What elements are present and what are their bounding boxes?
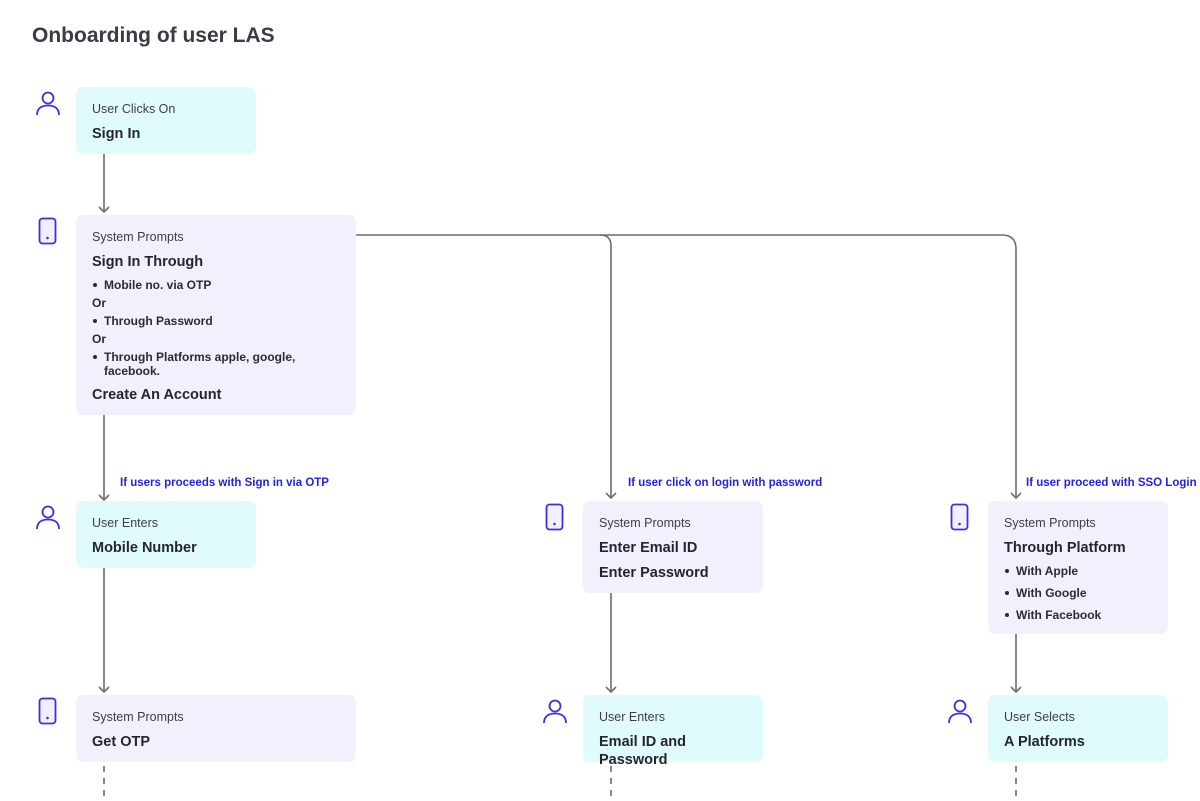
node-select-platform: User Selects A Platforms	[988, 695, 1168, 762]
person-icon	[36, 505, 60, 530]
node-kicker: System Prompts	[92, 230, 184, 244]
option-list: Through Password	[92, 314, 340, 328]
option-item: Through Platforms apple, google, faceboo…	[92, 350, 304, 378]
node-sign-in: User Clicks On Sign In	[76, 87, 256, 154]
or-separator: Or	[92, 332, 107, 346]
node-kicker: User Clicks On	[92, 102, 176, 116]
node-main: Sign In	[92, 126, 141, 142]
node-get-otp: System Prompts Get OTP	[76, 695, 356, 762]
node-main: Get OTP	[92, 734, 151, 750]
option-item: With Facebook	[1004, 608, 1152, 622]
phone-icon	[950, 503, 969, 531]
node-kicker: System Prompts	[599, 516, 691, 530]
node-main: Enter Email ID	[599, 540, 698, 556]
option-list: Through Platforms apple, google, faceboo…	[92, 350, 340, 378]
or-separator: Or	[92, 296, 107, 310]
node-mobile-number: User Enters Mobile Number	[76, 501, 256, 568]
person-icon	[36, 91, 60, 116]
option-item: With Google	[1004, 586, 1152, 600]
connector-prompt-to-password	[356, 234, 617, 500]
node-main: Mobile Number	[92, 540, 197, 556]
node-kicker: User Enters	[92, 516, 158, 530]
page-title: Onboarding of user LAS	[32, 24, 275, 47]
option-list: Mobile no. via OTP	[92, 278, 340, 292]
node-kicker: System Prompts	[92, 710, 184, 724]
node-main: Email ID and Password	[599, 734, 687, 768]
node-email-password-entry: User Enters Email ID and Password	[583, 695, 763, 768]
phone-icon	[38, 217, 57, 245]
node-kicker: User Selects	[1004, 710, 1075, 724]
branch-label-password: If user click on login with password	[628, 477, 823, 489]
node-through-platform: System Prompts Through Platform With App…	[988, 501, 1168, 634]
connector-prompt-to-sso	[600, 234, 1022, 500]
phone-icon	[38, 697, 57, 725]
node-main: Through Platform	[1004, 540, 1126, 556]
node-main: A Platforms	[1004, 734, 1085, 750]
branch-label-otp: If users proceeds with Sign in via OTP	[120, 477, 329, 489]
option-item: With Apple	[1004, 564, 1152, 578]
node-main-second: Enter Password	[599, 565, 709, 581]
node-main: Sign In Through	[92, 254, 204, 270]
node-kicker: User Enters	[599, 710, 665, 724]
option-list: With Apple With Google With Facebook	[1004, 564, 1152, 622]
person-icon	[543, 699, 567, 724]
node-sign-in-through: System Prompts Sign In Through Mobile no…	[76, 215, 356, 415]
branch-label-sso: If user proceed with SSO Login	[1026, 477, 1197, 489]
phone-icon	[545, 503, 564, 531]
node-kicker: System Prompts	[1004, 516, 1096, 530]
option-item: Through Password	[92, 314, 340, 328]
option-item: Mobile no. via OTP	[92, 278, 340, 292]
node-footer: Create An Account	[92, 387, 222, 403]
node-email-password-prompt: System Prompts Enter Email ID Enter Pass…	[583, 501, 763, 593]
person-icon	[948, 699, 972, 724]
